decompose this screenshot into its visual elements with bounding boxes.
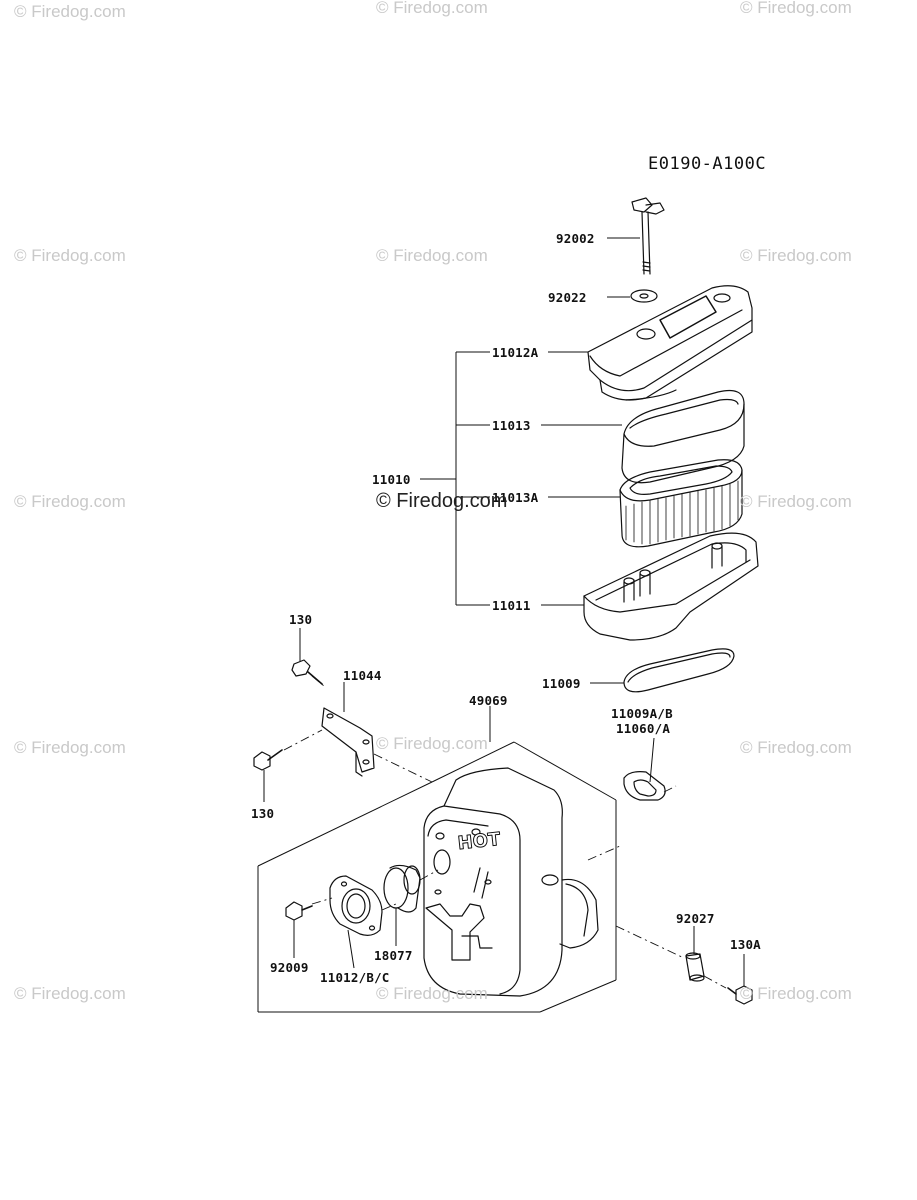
gasket-11009A (623, 771, 666, 801)
part-label-11009: 11009 (542, 676, 581, 691)
part-label-11013: 11013 (492, 418, 531, 433)
watermark: © Firedog.com (740, 984, 852, 1003)
part-label-130A: 130A (730, 937, 761, 952)
part-label-92002: 92002 (556, 231, 595, 246)
watermark: © Firedog.com (14, 738, 126, 757)
watermark: © Firedog.com (740, 246, 852, 265)
bracket-11044 (321, 707, 375, 777)
watermark: © Firedog.com (14, 492, 126, 511)
bolt-130-left (253, 749, 283, 771)
gasket-11009 (623, 648, 735, 693)
watermark: © Firedog.com (740, 0, 852, 17)
watermark: © Firedog.com (376, 734, 488, 753)
spacer-92027 (685, 952, 705, 982)
part-label-11044: 11044 (343, 668, 382, 683)
part-label-11009AB: 11009A/B (611, 706, 673, 721)
part-label-11010: 11010 (372, 472, 411, 487)
exhaust-pipe-18077 (383, 864, 421, 913)
watermark: © Firedog.com (376, 984, 488, 1003)
part-label-92027: 92027 (676, 911, 715, 926)
part-label-11012BC: 11012/B/C (320, 970, 390, 985)
part-label-92009: 92009 (270, 960, 309, 975)
part-label-18077: 18077 (374, 948, 413, 963)
assembly-lines (283, 675, 727, 989)
watermark: © Firedog.com (740, 738, 852, 757)
part-label-11012A: 11012A (492, 345, 539, 360)
exhaust-flange-11012BC (329, 875, 383, 936)
paper-element-11013A (619, 459, 743, 548)
muffler-enclosure (257, 741, 617, 1013)
part-label-92022: 92022 (548, 290, 587, 305)
washer-92022 (630, 289, 658, 303)
part-label-11013A: 11013A (492, 490, 539, 505)
air-cleaner-base-11011 (583, 532, 759, 641)
part-label-130-top: 130 (289, 612, 313, 627)
part-label-49069: 49069 (469, 693, 508, 708)
part-label-11011: 11011 (492, 598, 531, 613)
hot-label: HOT (457, 829, 502, 854)
watermark: © Firedog.com (14, 2, 126, 21)
watermark: © Firedog.com (14, 984, 126, 1003)
wing-bolt-92002 (631, 197, 665, 275)
watermark: © Firedog.com (740, 492, 852, 511)
watermark: © Firedog.com (14, 246, 126, 265)
leader-lines (263, 237, 745, 986)
watermark: © Firedog.com (376, 490, 508, 512)
part-label-130-left: 130 (251, 806, 275, 821)
air-cleaner-cover-11012A (587, 285, 753, 401)
part-label-11060A: 11060/A (616, 721, 671, 736)
bolt-92009 (285, 901, 313, 921)
watermark: © Firedog.com (376, 0, 488, 17)
watermark: © Firedog.com (376, 246, 488, 265)
diagram-code: E0190-A100C (648, 154, 767, 174)
muffler-49069 (423, 767, 599, 997)
pre-filter-11013 (621, 389, 745, 484)
